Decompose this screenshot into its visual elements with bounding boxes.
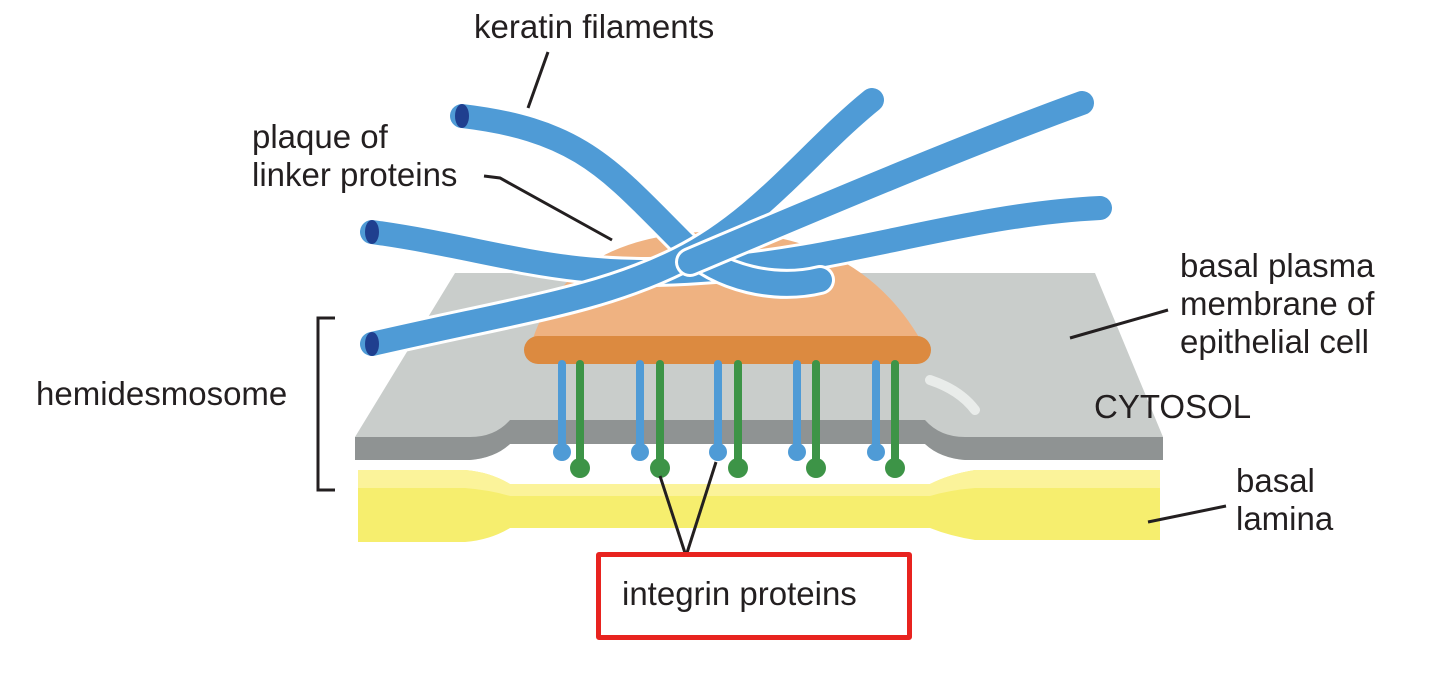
- membrane-label-line-2: membrane of: [1180, 285, 1375, 322]
- plaque-label-line-1: plaque of: [252, 118, 388, 155]
- plaque-label-line-2: linker proteins: [252, 156, 458, 193]
- hemidesmosome-bracket: [316, 316, 335, 492]
- cytosol-label: CYTOSOL: [1094, 388, 1252, 425]
- lamina-leader-line: [1147, 504, 1227, 524]
- membrane-label-line-1: basal plasma: [1180, 247, 1375, 284]
- integrin-proteins-label: integrin proteins: [622, 575, 857, 612]
- keratin-filaments-group: [357, 85, 1115, 359]
- basal-lamina-label: basal lamina: [1236, 462, 1333, 538]
- lamina-label-line-1: basal: [1236, 462, 1315, 499]
- keratin-filaments-label: keratin filaments: [474, 8, 715, 45]
- membrane-leader-line: [1069, 308, 1169, 340]
- integrin-highlight-box: [596, 552, 912, 640]
- membrane-label-line-3: epithelial cell: [1180, 323, 1369, 360]
- integrin-leader-line: [658, 475, 688, 557]
- integrin-proteins-group: [553, 360, 905, 478]
- hemidesmosome-label: hemidesmosome: [36, 375, 288, 412]
- plaque-base: [524, 336, 931, 364]
- plaque-label: plaque of linker proteins: [252, 118, 457, 194]
- filament-end-caps: [365, 104, 469, 356]
- keratin-leader-line: [526, 51, 550, 109]
- basal-plasma-membrane-label: basal plasma membrane of epithelial cell: [1180, 247, 1374, 361]
- integrin-leader-line: [684, 461, 718, 557]
- plaque-leader-line: [483, 174, 613, 242]
- lamina-label-line-2: lamina: [1236, 500, 1334, 537]
